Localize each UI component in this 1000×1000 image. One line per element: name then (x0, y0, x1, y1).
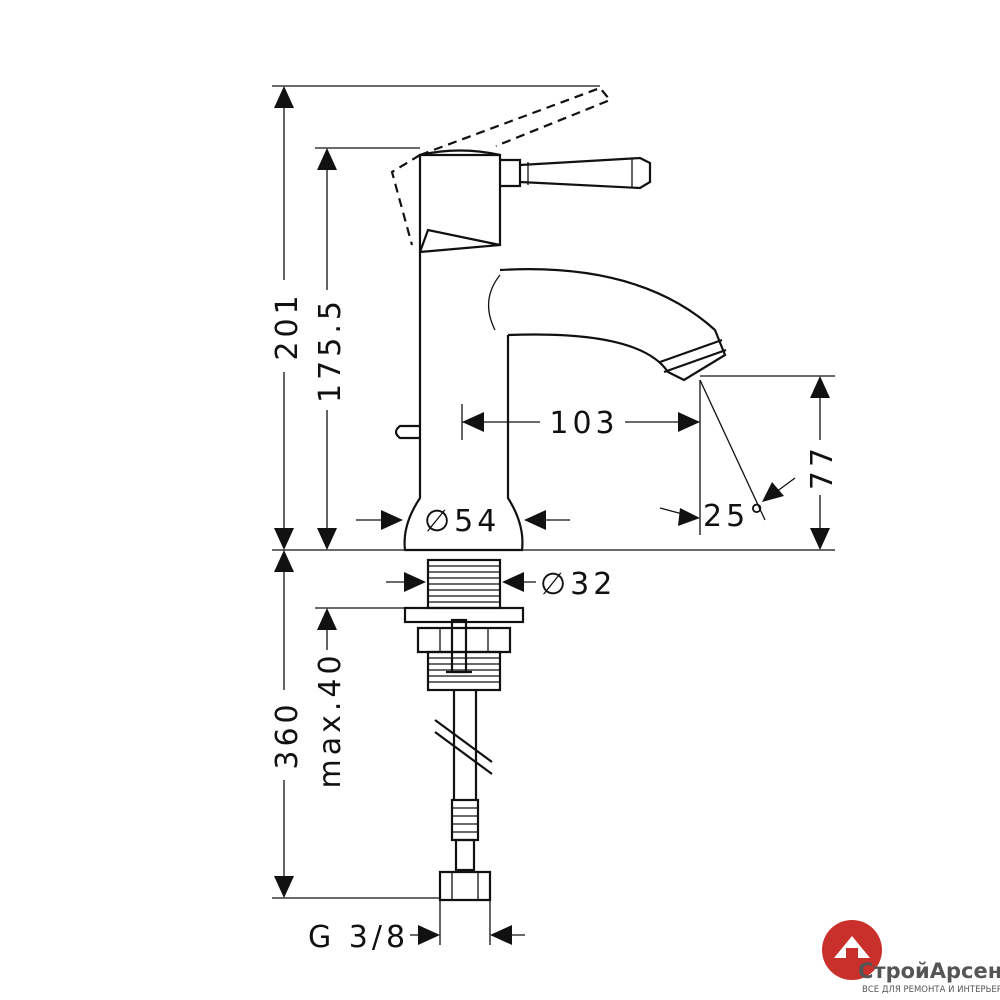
faucet-outline (272, 149, 835, 902)
dimension-77-line (810, 376, 830, 550)
dimension-angle-arrows (659, 477, 796, 526)
dimension-201-line (274, 86, 294, 550)
dim-thread: G 3/8 (308, 920, 409, 955)
dim-counter-thickness: max.40 (313, 651, 348, 788)
extension-lines (272, 85, 835, 945)
logo-tagline: ВСЕ ДЛЯ РЕМОНТА И ИНТЕРЬЕРА (862, 985, 1000, 995)
dimension-175-line (317, 148, 337, 550)
dim-spout-reach: 103 (549, 406, 618, 441)
stroyarsenal-logo: СтройАрсенал ВСЕ ДЛЯ РЕМОНТА И ИНТЕРЬЕРА (822, 920, 1000, 995)
dim-handle-height: 175.5 (313, 297, 348, 403)
dim-base-diameter: ∅54 (424, 504, 500, 539)
logo-name: СтройАрсенал (858, 959, 1000, 983)
dim-hose-length: 360 (270, 700, 305, 769)
logo-house-icon (834, 936, 870, 958)
dim-spout-clearance: 77 (805, 444, 840, 490)
dimension-54-line (356, 510, 570, 530)
shank-threads (428, 565, 500, 603)
dimension-103-line (462, 412, 700, 432)
dimension-360-line (274, 550, 294, 898)
dimension-thread-line (410, 925, 525, 945)
dimension-32-line (386, 572, 536, 592)
dim-shank-diameter: ∅32 (540, 567, 616, 602)
dim-spray-angle: 25° (703, 499, 768, 534)
dim-total-height: 201 (270, 291, 305, 360)
lever-swing-outline (390, 86, 612, 246)
dimension-40-line (317, 608, 337, 650)
